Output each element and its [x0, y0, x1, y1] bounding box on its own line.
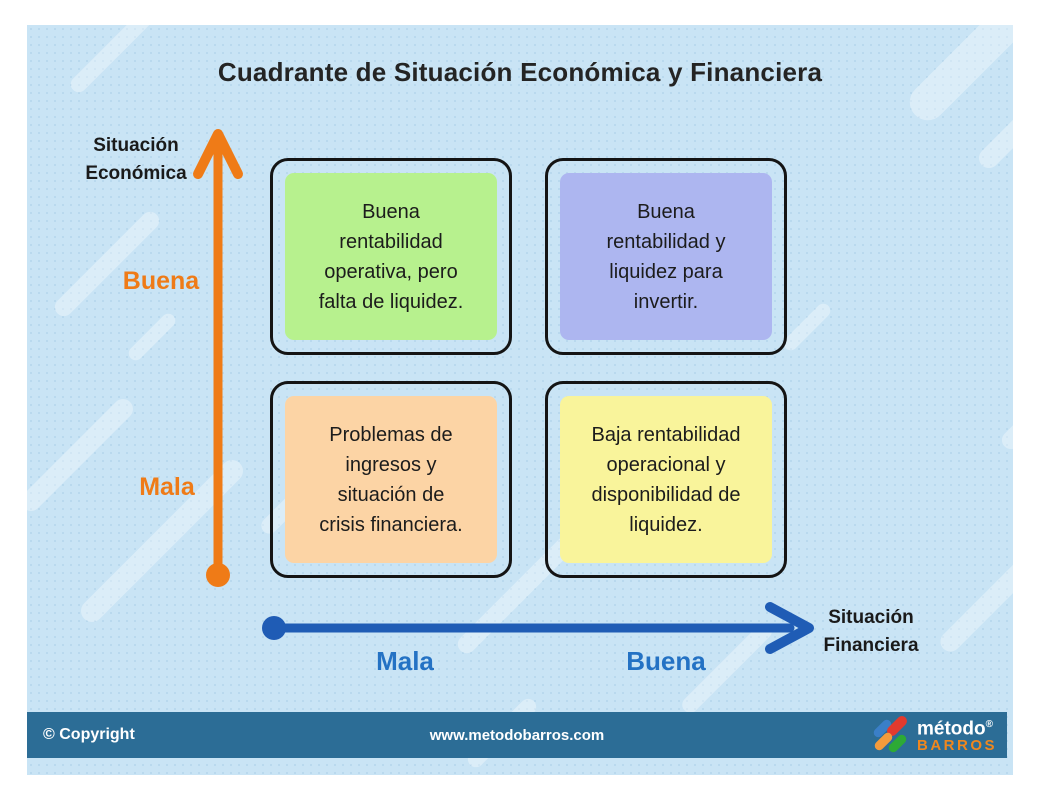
y-axis-arrow	[193, 129, 243, 587]
y-axis-origin-dot	[206, 563, 230, 587]
x-axis-label: Situación Financiera	[823, 607, 919, 656]
quadrant-bottom-right: Baja rentabilidad operacional y disponib…	[545, 381, 787, 578]
background-stripe	[51, 208, 163, 320]
x-axis-arrowhead-icon	[765, 602, 814, 654]
quadrant-top-left-text: Buena rentabilidad operativa, pero falta…	[285, 173, 497, 340]
logo-surname: BARROS	[916, 737, 997, 755]
page-title: Cuadrante de Situación Económica y Finan…	[217, 57, 823, 87]
metodo-barros-logo-icon	[871, 713, 910, 755]
y-axis-arrowhead-icon	[193, 129, 243, 179]
quadrant-bottom-left-text: Problemas de ingresos y situación de cri…	[285, 396, 497, 563]
registered-mark-icon: ®	[985, 718, 993, 730]
background-stripe	[125, 310, 179, 364]
quadrant-top-right-text: Buena rentabilidad y liquidez para inver…	[560, 173, 772, 340]
x-axis-origin-dot	[262, 616, 286, 640]
logo-text: método® BARROS	[917, 716, 997, 754]
website-url: www.metodobarros.com	[429, 726, 605, 744]
x-axis-arrow	[262, 602, 814, 654]
x-axis-tick-buena: Buena	[626, 646, 706, 676]
y-axis-label: Situación Económica	[85, 135, 187, 184]
footer-bar: © Copyright www.metodobarros.com método®…	[27, 712, 1007, 758]
quadrant-top-right: Buena rentabilidad y liquidez para inver…	[545, 158, 787, 355]
metodo-barros-logo: método® BARROS	[871, 712, 997, 758]
copyright-text: © Copyright	[43, 726, 135, 743]
y-axis-tick-buena: Buena	[122, 267, 200, 295]
logo-name: método®	[916, 718, 993, 740]
quadrant-bottom-right-text: Baja rentabilidad operacional y disponib…	[560, 396, 772, 563]
y-axis-tick-mala: Mala	[139, 473, 195, 501]
slide-background-panel: Cuadrante de Situación Económica y Finan…	[27, 25, 1013, 775]
quadrant-bottom-left: Problemas de ingresos y situación de cri…	[270, 381, 512, 578]
background-stripe	[936, 514, 1013, 656]
background-stripe	[780, 300, 834, 354]
x-axis-tick-mala: Mala	[376, 646, 434, 676]
quadrant-top-left: Buena rentabilidad operativa, pero falta…	[270, 158, 512, 355]
background-stripe	[998, 355, 1013, 453]
